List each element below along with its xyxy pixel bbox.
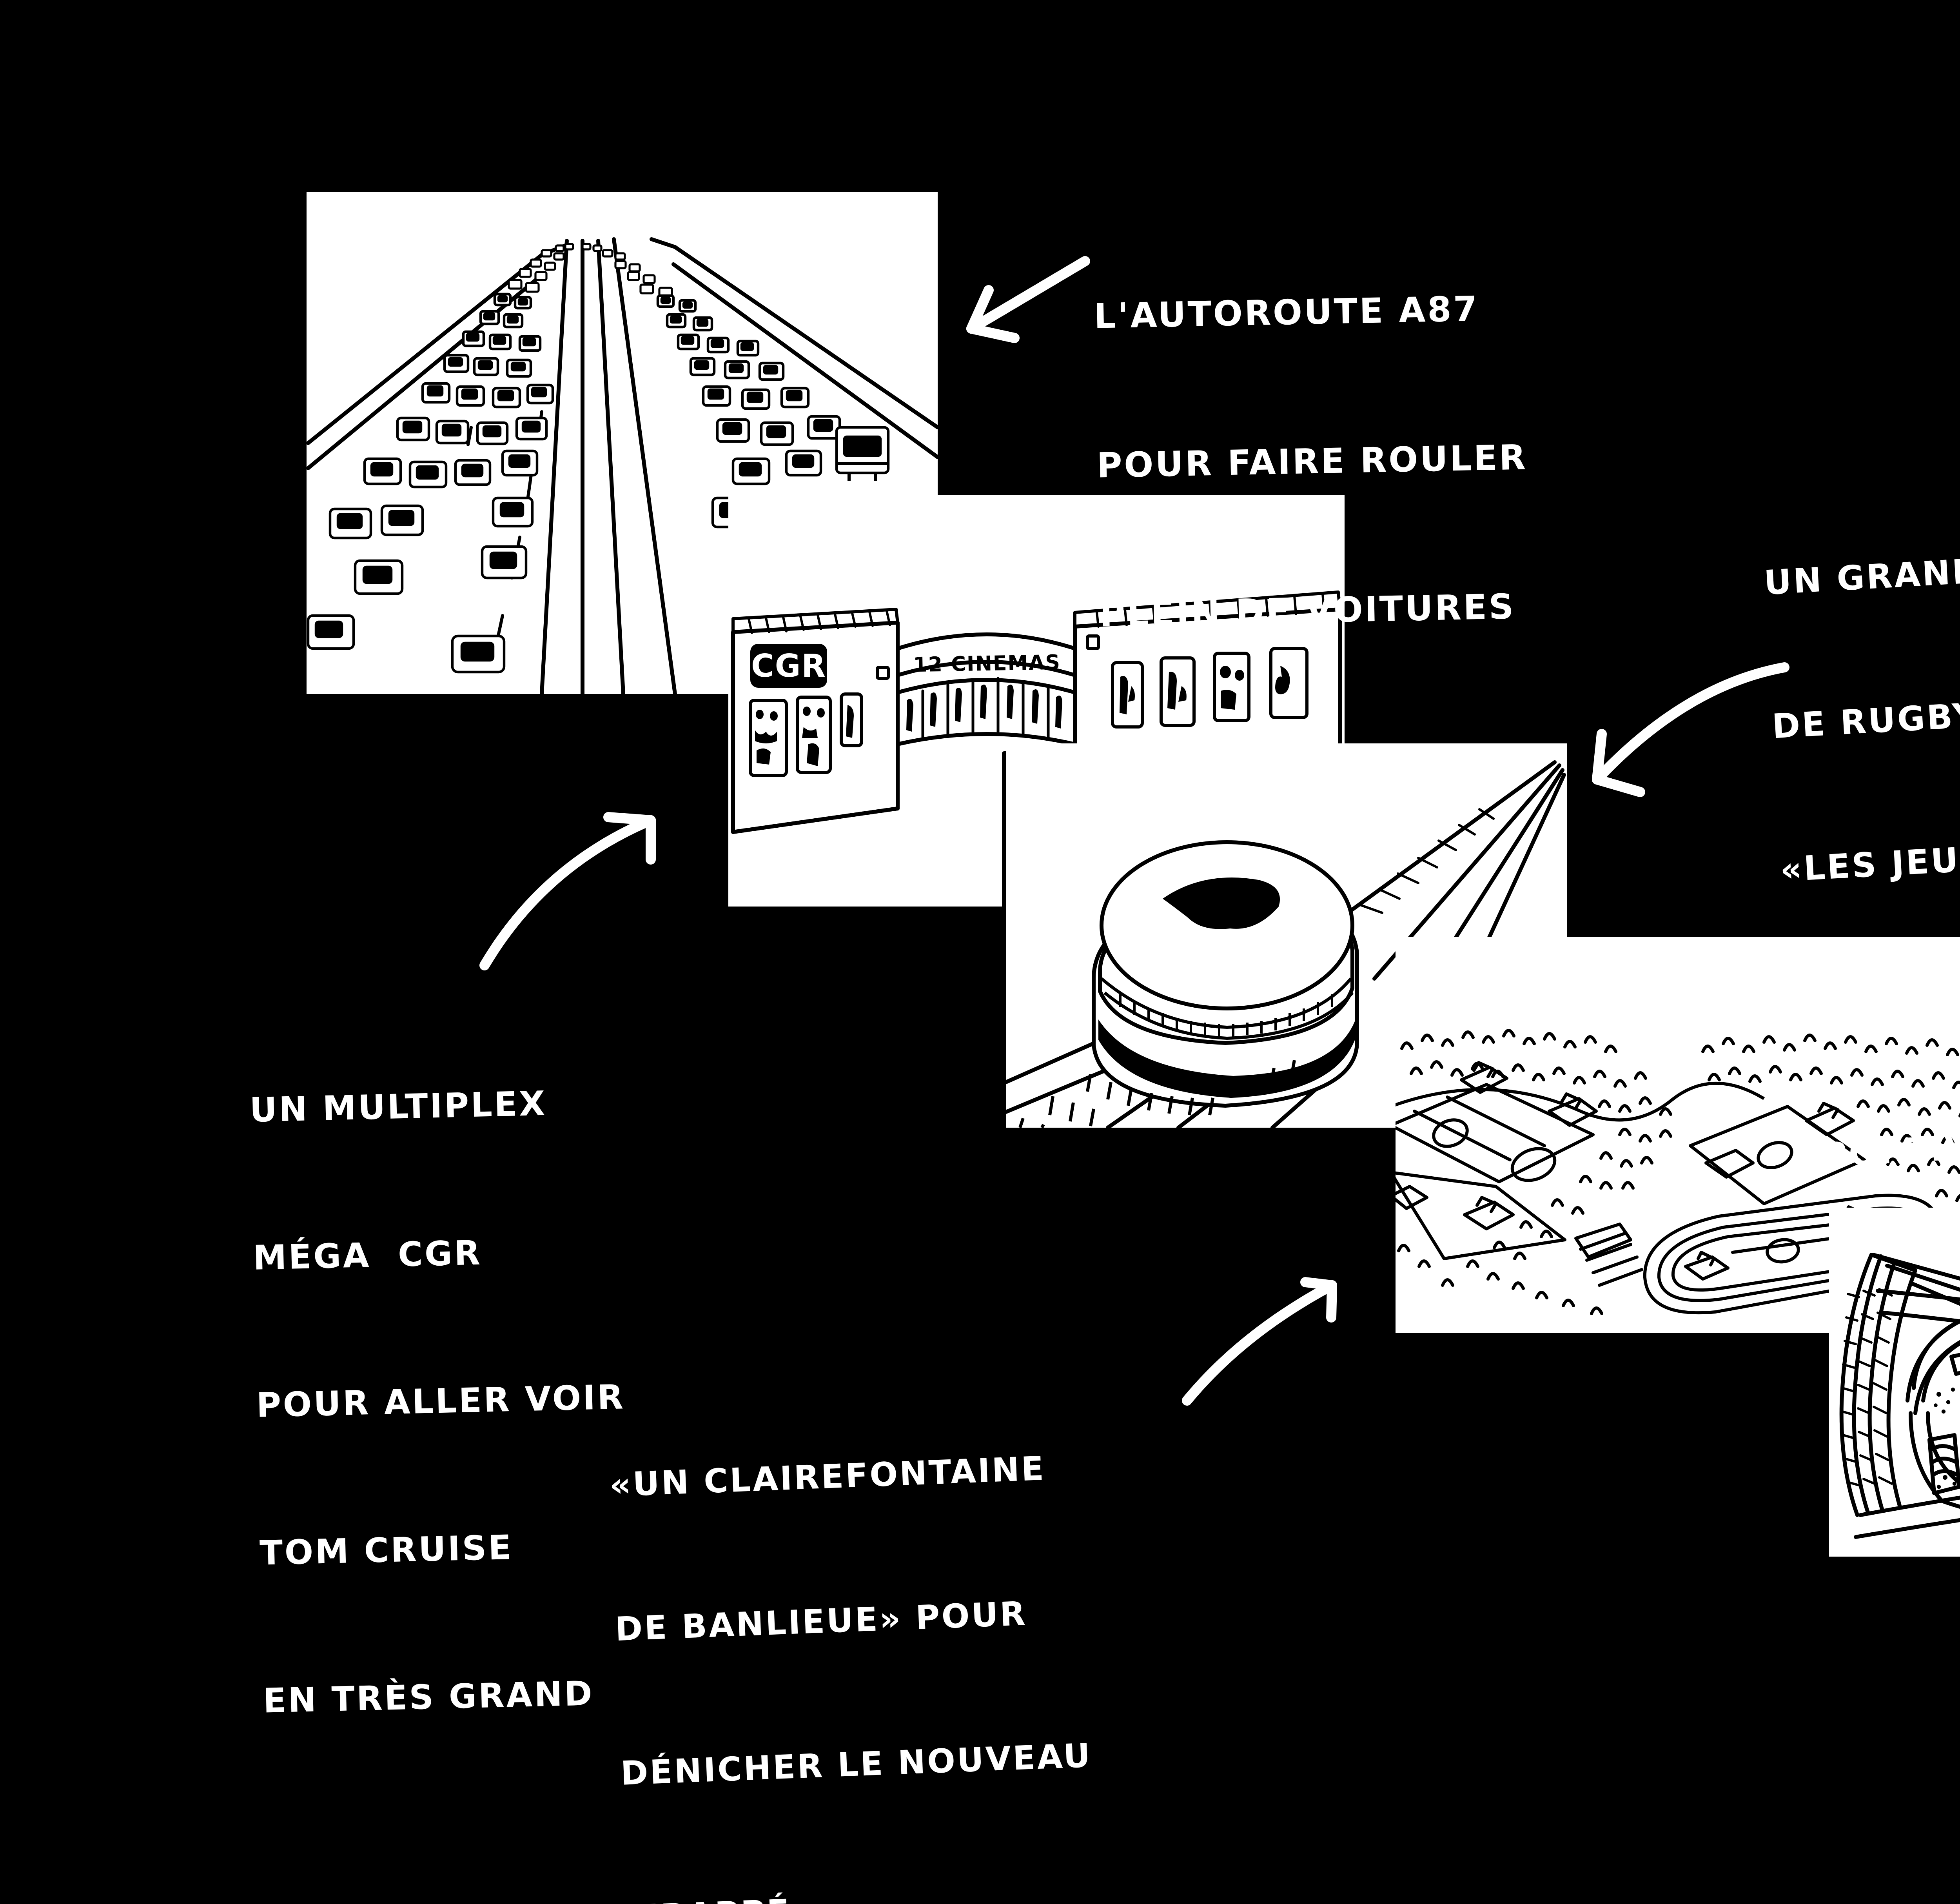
annotation-line: POUR ALLER VOIR <box>256 1377 626 1426</box>
movie-poster <box>1213 652 1250 722</box>
stade-panel <box>1006 743 1567 1128</box>
cgr-sign-plate <box>750 644 827 688</box>
autoroute-drawing <box>307 237 938 694</box>
annotation-line: TOM CRUISE <box>259 1528 514 1573</box>
annotation-line: PLEIN DE VOITURES <box>1099 586 1516 635</box>
football-pitch <box>1396 1083 1595 1183</box>
piscine-a-vagues-drawing <box>1839 1253 1960 1539</box>
movie-poster <box>796 696 832 774</box>
annotation-line: L'AUTOROUTE A87 <box>1093 289 1480 337</box>
annotation-line: EN TRÈS GRAND <box>263 1673 595 1721</box>
annotation-line: DÉNICHER LE NOUVEAU <box>620 1736 1093 1793</box>
cinema-marquee-text: 12 CINEMAS <box>913 651 1061 677</box>
stade-drawing <box>1006 760 1566 1128</box>
arrow-to-complexe-sportif <box>1182 1277 1337 1406</box>
arrow-to-autoroute <box>966 256 1090 343</box>
football-pitch <box>1689 1105 1866 1205</box>
annotation-line: POUR FAIRE ROULER <box>1096 437 1528 486</box>
movie-poster <box>840 692 863 747</box>
annotation-line: DE BANLIEUE» POUR <box>614 1594 1028 1649</box>
piscine-a-vagues-panel <box>1829 1208 1960 1557</box>
annotation-line: UN MULTIPLEX <box>249 1084 547 1130</box>
movie-poster <box>749 699 788 777</box>
annotation-line: MÉGA CGR <box>252 1233 483 1278</box>
arrow-to-stade <box>1592 662 1789 797</box>
annotation-clairefontaine: «UN CLAIREFONTAINE DE BANLIEUE» POUR DÉN… <box>605 1347 1102 1904</box>
annotation-line: MBAPPÉ <box>625 1875 1098 1904</box>
annotation-line: UN GRAND STADE <box>1763 551 1960 603</box>
movie-poster <box>1269 647 1308 719</box>
movie-poster <box>1160 656 1196 727</box>
annotation-line: SPORTIVES» <box>1795 1123 1960 1177</box>
football-pitch <box>1396 1171 1566 1260</box>
poolside-cabin <box>1949 1353 1960 1376</box>
annotation-line: «LES JEUNES RENCONTRENT <box>1779 836 1960 890</box>
annotation-line: «UN CLAIREFONTAINE <box>609 1449 1046 1504</box>
movie-poster <box>1111 661 1144 729</box>
autoroute-panel <box>307 192 938 694</box>
wall-light <box>876 666 890 680</box>
dome-shadow <box>1163 878 1280 929</box>
annotation-multiplex: UN MULTIPLEX MÉGA CGR POUR ALLER VOIR TO… <box>247 979 635 1824</box>
annotation-line: LES INFRASTRUCTURES <box>1787 967 1960 1033</box>
clubhouse <box>1574 1223 1632 1259</box>
wall-light <box>1086 634 1100 650</box>
complexe-sportif-drawing <box>1396 1029 1960 1315</box>
annotation-autoroute: L'AUTOROUTE A87 POUR FAIRE ROULER PLEIN … <box>1092 184 1533 739</box>
arrow-to-multiplex <box>479 812 656 970</box>
cgr-logo-text: CGR <box>751 648 826 684</box>
annotation-line: DE RUGBY POUR QUE <box>1771 695 1960 747</box>
